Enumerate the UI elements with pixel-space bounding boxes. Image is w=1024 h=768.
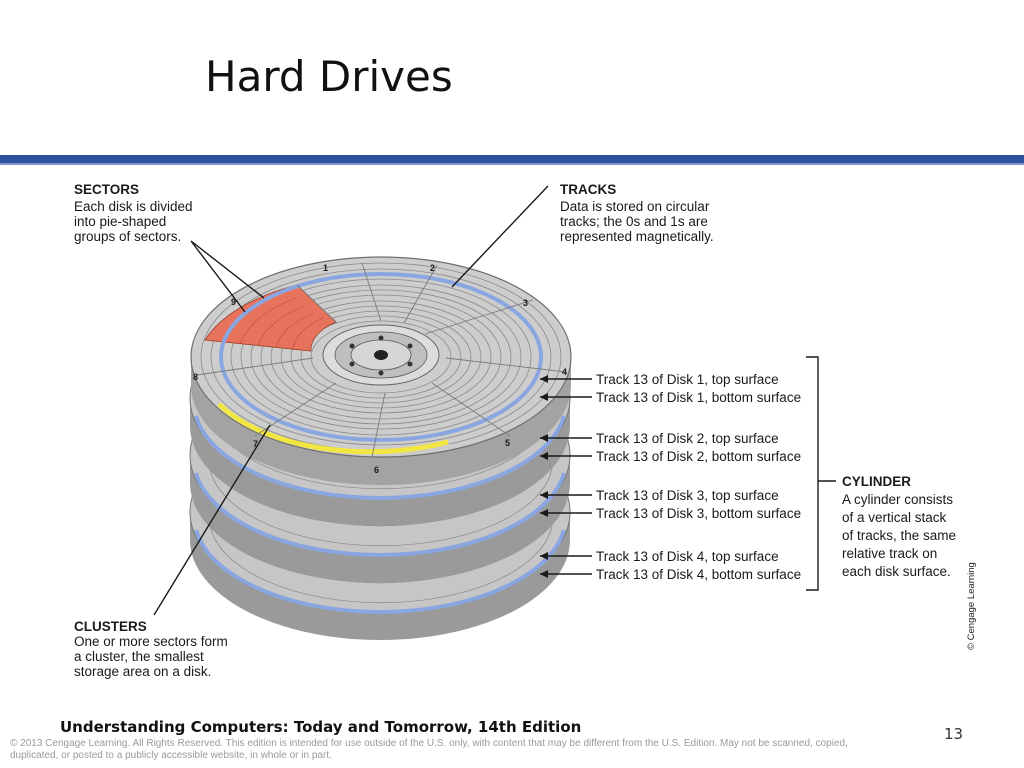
track-labels: Track 13 of Disk 1, top surface Track 13… — [596, 372, 801, 582]
sector-highlight — [204, 284, 337, 352]
sector-number-4: 4 — [562, 367, 567, 377]
sectors-line-1: Each disk is divided — [74, 199, 193, 214]
tracks-callout: TRACKS Data is stored on circular tracks… — [560, 182, 714, 244]
sector-number-8: 8 — [193, 372, 198, 382]
cylinder-callout: CYLINDER A cylinder consists of a vertic… — [842, 474, 956, 579]
sector-number-9: 9 — [231, 297, 236, 307]
sectors-heading: SECTORS — [74, 182, 139, 197]
footer-book-title: Understanding Computers: Today and Tomor… — [60, 718, 582, 736]
sectors-line-2: into pie-shaped — [74, 214, 166, 229]
tracks-line-3: represented magnetically. — [560, 229, 714, 244]
track-label: Track 13 of Disk 2, bottom surface — [596, 449, 801, 464]
track-label: Track 13 of Disk 1, bottom surface — [596, 390, 801, 405]
cylinder-line-5: each disk surface. — [842, 564, 951, 579]
platter-1: 1 2 3 4 5 6 7 8 9 — [190, 256, 572, 485]
cylinder-line-4: relative track on — [842, 546, 937, 561]
tracks-line-1: Data is stored on circular — [560, 199, 710, 214]
sector-number-5: 5 — [505, 438, 510, 448]
track-label: Track 13 of Disk 3, bottom surface — [596, 506, 801, 521]
clusters-line-1: One or more sectors form — [74, 634, 228, 649]
track-label: Track 13 of Disk 2, top surface — [596, 431, 779, 446]
cylinder-heading: CYLINDER — [842, 474, 911, 489]
sectors-line-3: groups of sectors. — [74, 229, 181, 244]
cylinder-line-1: A cylinder consists — [842, 492, 953, 507]
sector-number-1: 1 — [323, 263, 328, 273]
clusters-line-2: a cluster, the smallest — [74, 649, 204, 664]
cylinder-line-2: of a vertical stack — [842, 510, 947, 525]
sector-number-2: 2 — [430, 263, 435, 273]
track-label: Track 13 of Disk 4, bottom surface — [596, 567, 801, 582]
image-credit: © Cengage Learning — [966, 562, 977, 650]
sector-number-3: 3 — [523, 298, 528, 308]
tracks-heading: TRACKS — [560, 182, 616, 197]
track-label: Track 13 of Disk 4, top surface — [596, 549, 779, 564]
cluster-highlight — [217, 402, 449, 455]
copyright-notice: © 2013 Cengage Learning. All Rights Rese… — [10, 738, 848, 761]
track-label: Track 13 of Disk 1, top surface — [596, 372, 779, 387]
title-rule — [0, 155, 1024, 163]
sector-number-7: 7 — [253, 439, 258, 449]
track-label: Track 13 of Disk 3, top surface — [596, 488, 779, 503]
title-rule-line — [0, 163, 1024, 165]
slide-title: Hard Drives — [205, 52, 453, 101]
clusters-heading: CLUSTERS — [74, 619, 147, 634]
cylinder-line-3: of tracks, the same — [842, 528, 956, 543]
sector-number-6: 6 — [374, 465, 379, 475]
sectors-callout: SECTORS Each disk is divided into pie-sh… — [74, 182, 193, 244]
clusters-line-3: storage area on a disk. — [74, 664, 211, 679]
slide-number: 13 — [944, 725, 964, 743]
track-highlight — [219, 272, 543, 442]
clusters-callout: CLUSTERS One or more sectors form a clus… — [74, 619, 228, 679]
tracks-line-2: tracks; the 0s and 1s are — [560, 214, 708, 229]
